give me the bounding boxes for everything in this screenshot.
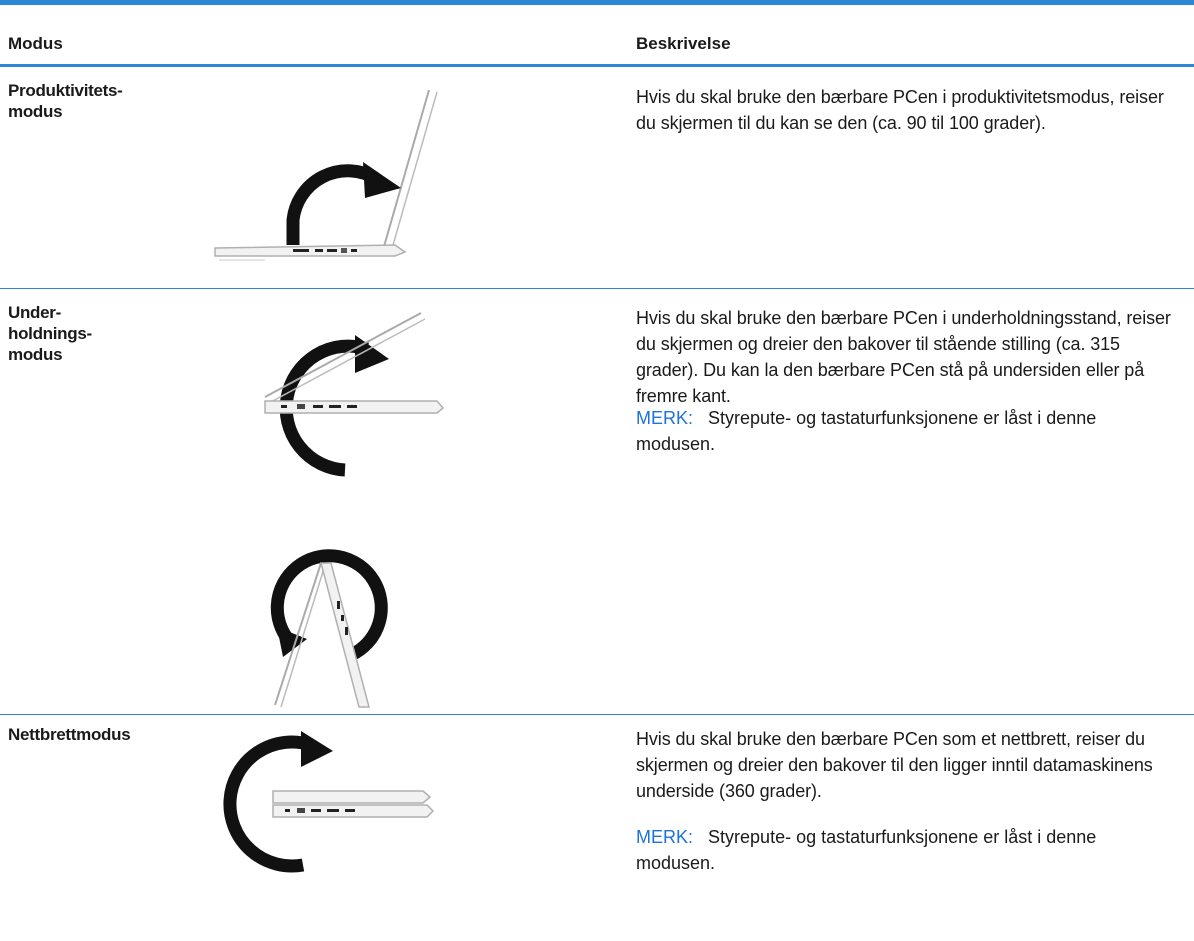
row-rule [0,288,1194,289]
header-rule [0,64,1194,67]
description-tablet: Hvis du skal bruke den bærbare PCen som … [636,729,1153,801]
mode-line: modus [8,345,63,364]
laptop-productivity-icon [205,90,455,270]
mode-entertainment-label: Under- holdnings- modus [8,302,92,365]
mode-line: modus [8,102,63,121]
mode-line: Under- [8,303,61,322]
mode-line: Nettbrettmodus [8,725,131,744]
description-productivity: Hvis du skal bruke den bærbare PCen i pr… [636,87,1164,133]
note-label: MERK: [636,408,694,428]
table-top-rule [0,0,1194,5]
laptop-tablet-icon [215,727,445,877]
mode-line: Produktivitets- [8,81,123,100]
note-text: Styrepute- og tastaturfunksjonene er lås… [636,827,1097,873]
mode-productivity-label: Produktivitets- modus [8,80,123,122]
note-entertainment: MERK: Styrepute- og tastaturfunksjonene … [636,405,1176,457]
row-rule [0,714,1194,715]
note-text: Styrepute- og tastaturfunksjonene er lås… [636,408,1097,454]
mode-tablet-label: Nettbrettmodus [8,724,131,745]
description-entertainment: Hvis du skal bruke den bærbare PCen i un… [636,308,1171,406]
note-label: MERK: [636,827,694,847]
header-modus: Modus [8,34,63,53]
laptop-entertainment-icon [225,305,455,715]
mode-line: holdnings- [8,324,92,343]
note-tablet: MERK: Styrepute- og tastaturfunksjonene … [636,824,1176,876]
header-beskrivelse: Beskrivelse [636,34,731,53]
